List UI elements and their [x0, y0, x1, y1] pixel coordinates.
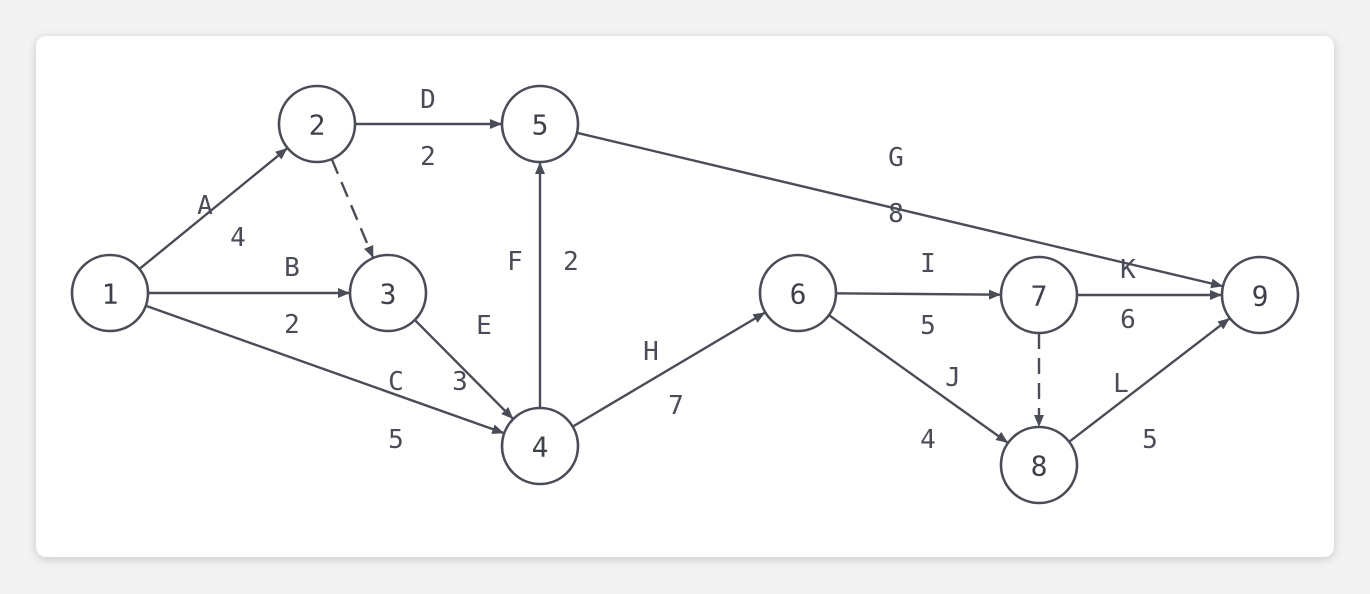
edge-5-9 [576, 131, 1224, 289]
node-8: 8 [999, 425, 1079, 505]
nodes-layer: 1 2 3 4 5 6 7 8 9 [70, 84, 1300, 505]
node-1: 1 [70, 253, 150, 333]
duration-label-A: 4 [230, 223, 246, 253]
node-circle-5 [500, 84, 580, 164]
node-9: 9 [1220, 255, 1300, 335]
node-3: 3 [348, 253, 428, 333]
duration-label-L: 5 [1142, 425, 1158, 455]
duration-label-F: 2 [563, 247, 579, 277]
duration-label-H: 7 [668, 391, 684, 421]
node-label-2: 2 [309, 109, 326, 142]
node-label-8: 8 [1031, 450, 1048, 483]
edge-6-7 [835, 289, 1002, 300]
duration-label-B: 2 [284, 310, 300, 340]
node-5: 5 [500, 84, 580, 164]
node-circle-9 [1220, 255, 1300, 335]
node-2: 2 [277, 84, 357, 164]
activity-label-D: D [420, 85, 436, 115]
activity-label-H: H [643, 337, 659, 367]
duration-label-K: 6 [1120, 305, 1136, 335]
node-label-7: 7 [1031, 280, 1048, 313]
duration-label-D: 2 [420, 142, 436, 172]
edge-2-3-dummy [330, 158, 375, 258]
activity-label-G: G [888, 143, 904, 173]
activity-label-B: B [284, 253, 300, 283]
duration-label-G: 8 [888, 199, 904, 229]
activity-label-C: C [388, 367, 404, 397]
node-circle-8 [999, 425, 1079, 505]
node-6: 6 [758, 253, 838, 333]
node-circle-2 [277, 84, 357, 164]
edge-8-9 [1068, 317, 1230, 443]
edge-3-4 [413, 319, 514, 420]
diagram-card [36, 36, 1334, 557]
node-label-9: 9 [1252, 280, 1269, 313]
edge-1-2 [138, 147, 288, 270]
node-circle-1 [70, 253, 150, 333]
node-label-1: 1 [102, 278, 119, 311]
node-label-3: 3 [380, 278, 397, 311]
duration-label-E: 3 [452, 367, 468, 397]
node-circle-3 [348, 253, 428, 333]
node-label-6: 6 [790, 278, 807, 311]
node-circle-7 [999, 255, 1079, 335]
activity-label-E: E [476, 311, 492, 341]
activity-label-I: I [920, 249, 936, 279]
node-4: 4 [500, 406, 580, 486]
edges-layer [138, 119, 1230, 444]
edge-6-8 [828, 314, 1009, 444]
node-circle-6 [758, 253, 838, 333]
activity-label-K: K [1120, 255, 1136, 285]
node-circle-4 [500, 406, 580, 486]
node-7: 7 [999, 255, 1079, 335]
activity-label-F: F [507, 247, 523, 277]
node-label-5: 5 [532, 109, 549, 142]
activity-label-J: J [945, 363, 961, 393]
activity-label-A: A [197, 191, 213, 221]
duration-label-I: 5 [920, 311, 936, 341]
edge-4-6 [572, 311, 766, 428]
node-label-4: 4 [532, 431, 549, 464]
activity-label-L: L [1113, 369, 1129, 399]
duration-label-C: 5 [388, 425, 404, 455]
duration-label-J: 4 [920, 425, 936, 455]
edge-1-4 [145, 304, 505, 435]
